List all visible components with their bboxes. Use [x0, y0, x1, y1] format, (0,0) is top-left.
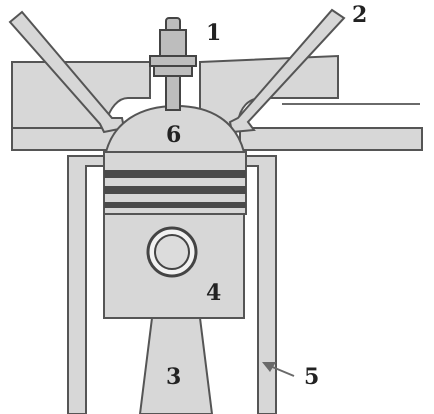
spark-plug	[149, 17, 197, 111]
connecting-rod	[138, 317, 214, 414]
label-spark-plug: 1	[206, 20, 221, 46]
label-connecting-rod: 3	[166, 364, 181, 390]
piston	[103, 151, 247, 319]
cylinder-wall-left	[67, 155, 105, 414]
label-piston: 4	[206, 280, 221, 306]
label-cylinder-wall: 5	[304, 364, 319, 390]
piston-ring-1	[104, 170, 246, 178]
head-flange-right	[239, 127, 423, 151]
label-combustion-chamber: 6	[166, 122, 181, 148]
piston-ring-3	[104, 202, 246, 208]
piston-ring-2	[104, 186, 246, 194]
arrow-head-icon	[262, 362, 276, 372]
valve-right	[228, 8, 346, 134]
arrow-line	[269, 365, 295, 377]
label-valve: 2	[352, 2, 367, 28]
head-flange-left	[11, 127, 117, 151]
